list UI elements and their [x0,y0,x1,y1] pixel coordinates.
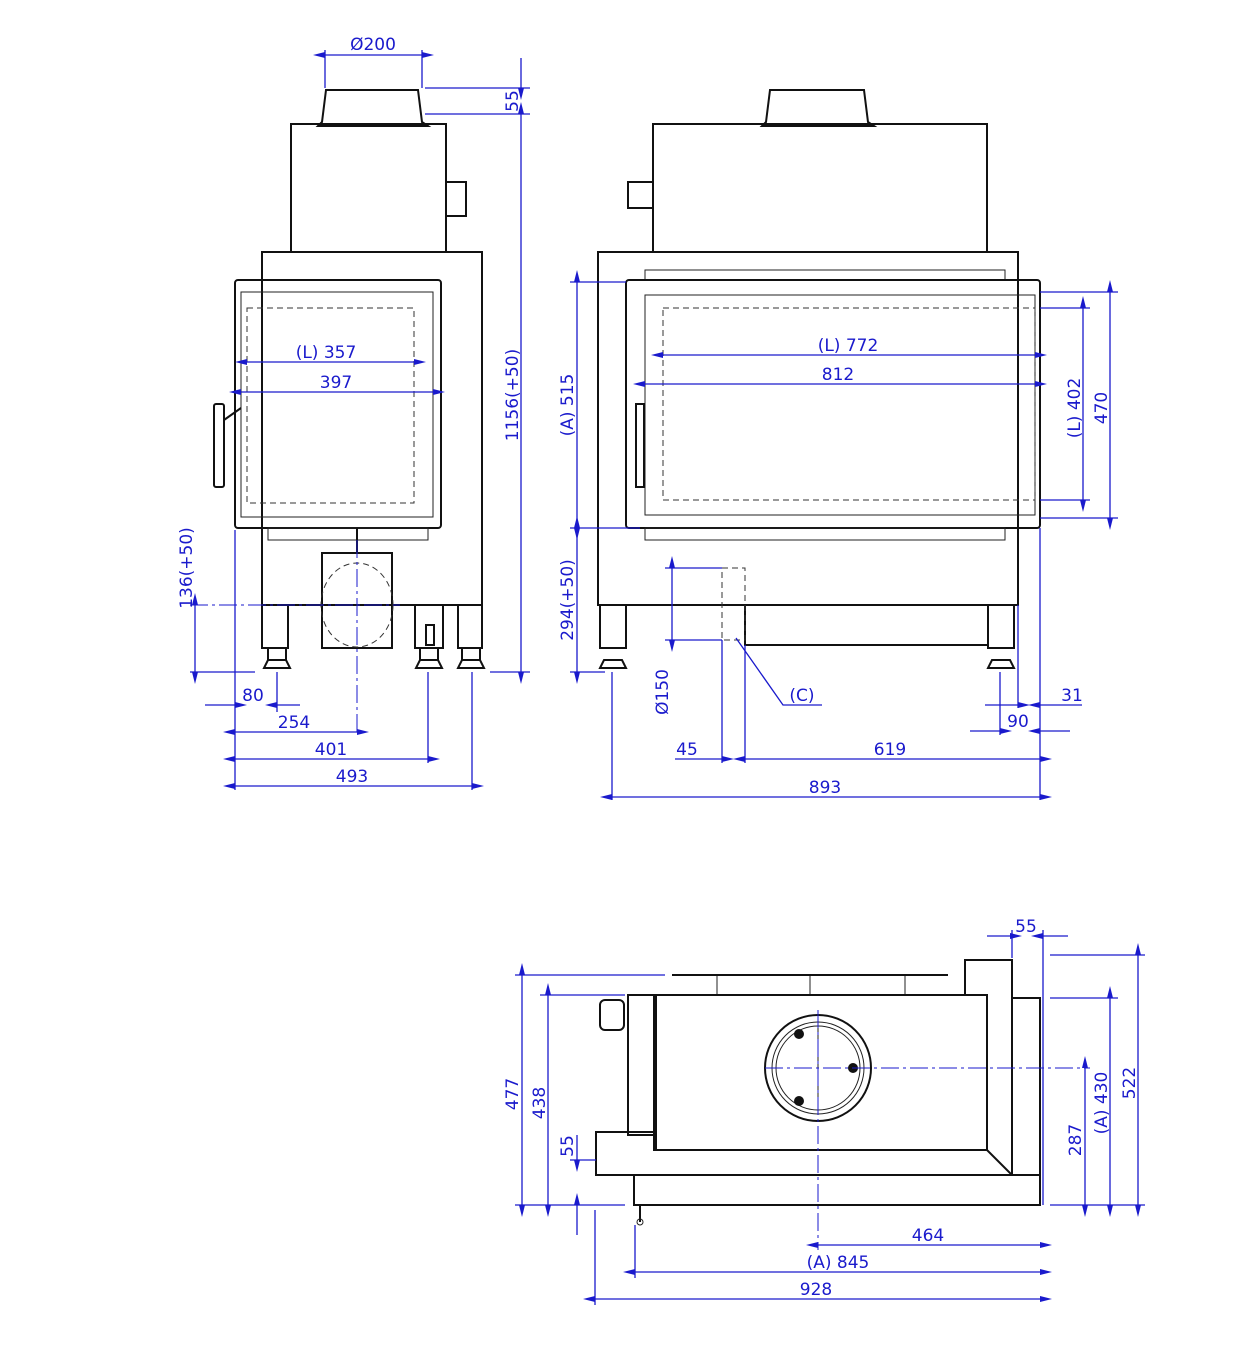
front-view-outline [597,89,1041,669]
dim-foot-offset: 80 [242,686,264,706]
side-view: Ø200 55 1156(+50) (L) 357 397 136(+50) 8… [177,35,530,790]
dim-side-offset-small: 31 [1061,686,1083,706]
dim-front-glass-visible: (L) 772 [818,336,879,356]
side-view-outline [213,89,486,669]
dim-top-total-width: 928 [800,1280,832,1300]
dim-opening-height: (A) 515 [558,374,578,437]
dim-top-opening-depth: (A) 430 [1092,1072,1112,1135]
dim-foot-distance: 401 [315,740,347,760]
dim-side-depth: 493 [336,767,368,787]
dim-side-glass-visible: (L) 357 [296,343,357,363]
dim-flue-height: 55 [503,90,523,112]
dim-total-height: 1156(+50) [503,349,523,441]
dim-flue-center-depth: 287 [1066,1124,1086,1156]
dim-top-total-depth: 522 [1120,1067,1140,1099]
dim-top-depth-body: 438 [530,1087,550,1119]
air-inlet-label: (C) [789,686,814,706]
dim-front-glass: 812 [822,365,854,385]
dim-inlet-distance: 619 [874,740,906,760]
front-view: (L) 772 812 (A) 515 294(+50) (L) 402 470… [558,89,1118,800]
dim-top-flange: 55 [1015,917,1037,937]
dim-top-depth-outer: 477 [503,1078,523,1110]
dim-front-total-width: 893 [809,778,841,798]
dim-side-glass: 397 [320,373,352,393]
dim-base-height: 294(+50) [558,559,578,641]
dim-front-glass-height-visible: (L) 402 [1065,378,1085,439]
dim-side-offset: 90 [1007,712,1029,732]
dim-inlet-offset: 45 [676,740,698,760]
dim-top-opening-width: (A) 845 [807,1253,870,1273]
dim-air-inlet-height: 136(+50) [177,527,197,609]
dim-top-front-step: 55 [558,1135,578,1157]
dim-air-inlet-diameter: Ø150 [653,669,673,715]
dim-flue-center-offset: 464 [912,1226,944,1246]
dim-air-inlet-offset: 254 [278,713,310,733]
dim-flue-diameter: Ø200 [350,35,396,55]
dim-front-glass-height: 470 [1092,392,1112,424]
top-view: 55 477 438 55 287 (A) 430 522 464 (A) 84… [503,917,1145,1305]
